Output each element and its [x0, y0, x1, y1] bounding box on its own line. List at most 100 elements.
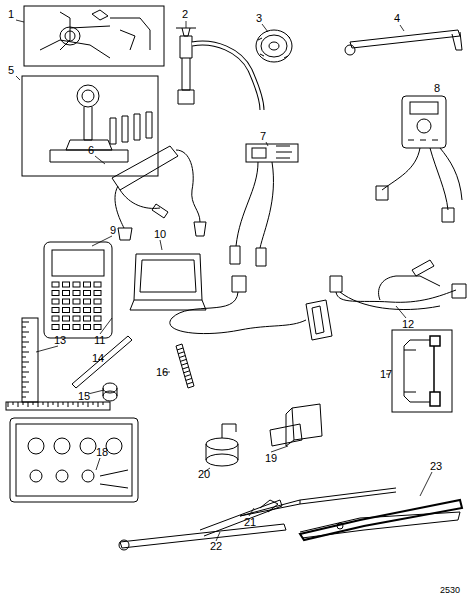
ruler-tick — [93, 402, 94, 405]
ruler-tick — [22, 357, 26, 358]
ruler-tick — [22, 352, 29, 353]
keypad-key — [94, 282, 101, 287]
ruler-tick — [28, 402, 29, 407]
keypad-key — [73, 325, 80, 330]
keypad-key — [63, 282, 70, 287]
callout-number: 11 — [94, 334, 105, 346]
keypad-key — [94, 299, 101, 304]
ruler-tick — [22, 327, 26, 328]
thread-line — [183, 367, 189, 369]
keypad-key — [84, 299, 91, 304]
ruler-tick — [22, 322, 29, 323]
callout-number: 3 — [256, 12, 262, 24]
ruler-tick — [8, 402, 9, 407]
callout-number: 20 — [198, 468, 210, 480]
thread-line — [185, 375, 191, 377]
callout-number: 9 — [110, 224, 116, 236]
callout-number: 18 — [96, 446, 108, 458]
keypad-key — [84, 325, 91, 330]
callout-number: 5 — [8, 64, 14, 76]
ruler-tick — [83, 402, 84, 405]
ruler-tick — [88, 402, 89, 407]
ruler-tick — [103, 402, 104, 405]
callout-number: 7 — [260, 130, 266, 142]
callout-number: 13 — [54, 334, 66, 346]
callout-number: 1 — [8, 8, 14, 20]
keypad-key — [94, 316, 101, 321]
ruler-tick — [22, 372, 29, 373]
keypad-key — [94, 325, 101, 330]
ruler-tick — [22, 337, 26, 338]
ruler-tick — [22, 332, 29, 333]
ruler-tick — [23, 402, 24, 405]
ruler-tick — [22, 397, 26, 398]
callout-number: 21 — [244, 516, 256, 528]
callout-number: 2 — [182, 8, 188, 20]
keypad-key — [73, 282, 80, 287]
ruler-tick — [38, 402, 39, 407]
keypad-key — [52, 299, 59, 304]
ruler-tick — [22, 342, 29, 343]
callout-number: 8 — [434, 82, 440, 94]
ruler-tick — [22, 392, 29, 393]
keypad-key — [73, 308, 80, 313]
keypad-key — [52, 308, 59, 313]
keypad-key — [63, 316, 70, 321]
callout-number: 6 — [88, 144, 94, 156]
keypad-key — [73, 291, 80, 296]
callout-number: 10 — [154, 228, 166, 240]
ruler-tick — [43, 402, 44, 405]
ruler-tick — [22, 377, 26, 378]
callout-number: 23 — [430, 460, 442, 472]
keypad-key — [52, 282, 59, 287]
callout-number: 17 — [380, 368, 392, 380]
ruler-tick — [22, 362, 29, 363]
keypad-key — [73, 299, 80, 304]
callout-number: 22 — [210, 540, 222, 552]
thread-line — [178, 352, 184, 354]
keypad-key — [63, 325, 70, 330]
ruler-tick — [33, 402, 34, 405]
thread-line — [187, 382, 193, 384]
keypad-key — [84, 282, 91, 287]
callout-number: 16 — [156, 366, 168, 378]
keypad-key — [84, 291, 91, 296]
keypad-key — [84, 308, 91, 313]
ruler-tick — [98, 402, 99, 407]
keypad-key — [52, 325, 59, 330]
ruler-tick — [58, 402, 59, 407]
ruler-tick — [22, 382, 29, 383]
keypad-key — [52, 316, 59, 321]
keypad-key — [94, 308, 101, 313]
keypad-key — [63, 291, 70, 296]
keypad-key — [84, 316, 91, 321]
callout-number: 12 — [402, 318, 414, 330]
thread-line — [179, 356, 185, 358]
thread-line — [184, 371, 190, 373]
keypad-key — [73, 316, 80, 321]
ruler-tick — [13, 402, 14, 405]
ruler-tick — [78, 402, 79, 407]
keypad-key — [94, 291, 101, 296]
ruler-tick — [22, 387, 26, 388]
callout-number: 4 — [394, 12, 400, 24]
ruler-tick — [22, 367, 26, 368]
callout-number: 19 — [265, 452, 277, 464]
thread-line — [177, 348, 183, 350]
thread-line — [181, 363, 187, 365]
callout-number: 14 — [92, 352, 104, 364]
keypad-key — [63, 299, 70, 304]
keypad-key — [52, 291, 59, 296]
thread-line — [180, 359, 186, 361]
ruler-tick — [22, 347, 26, 348]
thread-line — [186, 378, 192, 380]
figure-number: 2530 — [440, 584, 460, 596]
ruler-tick — [18, 402, 19, 407]
keypad-key — [63, 308, 70, 313]
ruler-tick — [63, 402, 64, 405]
callout-number: 15 — [78, 390, 90, 402]
ruler-tick — [68, 402, 69, 407]
ruler-tick — [48, 402, 49, 407]
